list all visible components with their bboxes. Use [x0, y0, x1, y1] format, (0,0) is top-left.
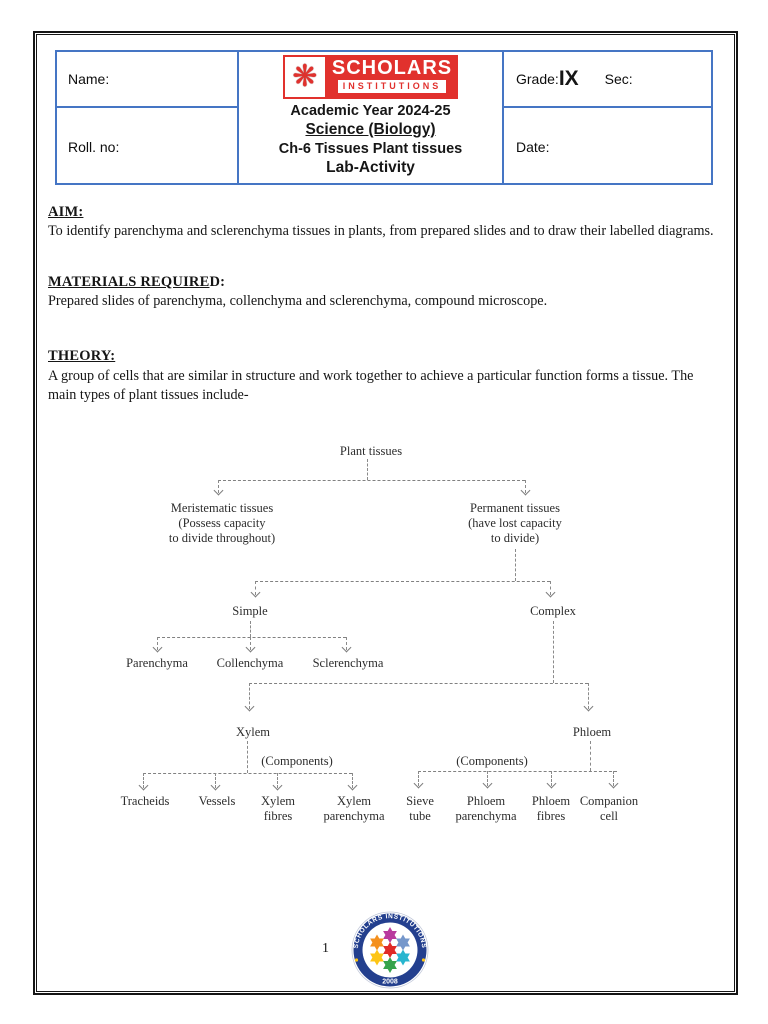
aim-text: To identify parenchyma and sclerenchyma …: [48, 223, 714, 239]
grade-sec-field: Grade:IX Sec:: [504, 52, 713, 108]
materials-heading-rest: D:: [209, 274, 226, 290]
seal-dot-left: [354, 958, 359, 962]
theory-heading: THEORY:: [48, 348, 116, 364]
activity-title: Lab-Activity: [326, 159, 415, 176]
aim-heading: AIM:: [48, 204, 84, 220]
date-label: Date:: [516, 138, 550, 155]
date-field: Date:: [504, 108, 713, 185]
seal-dot-right: [421, 958, 426, 962]
grade-value: IX: [558, 67, 579, 90]
theory-section: THEORY: A group of cells that are simila…: [48, 348, 724, 404]
logo-wordmark: SCHOLARS INSTITUTIONS: [328, 57, 456, 97]
aim-section: AIM: To identify parenchyma and sclerenc…: [48, 204, 724, 241]
theory-text: A group of cells that are similar in str…: [48, 368, 694, 403]
page-border: [33, 31, 738, 995]
page-number: 1: [322, 941, 329, 956]
materials-heading-underlined: MATERIALS REQUIRE: [48, 274, 210, 290]
grade-label: Grade:: [516, 71, 559, 87]
materials-text: Prepared slides of parenchyma, collenchy…: [48, 293, 548, 309]
materials-section: MATERIALS REQUIRED: Prepared slides of p…: [48, 274, 724, 311]
page-border-inner: [36, 34, 735, 992]
rollno-field: Roll. no:: [57, 108, 239, 185]
materials-heading: MATERIALS REQUIRED:: [48, 274, 724, 291]
sec-label: Sec:: [604, 71, 633, 87]
seal-logo: SCHOLARS INSTITUTIONS 2008: [351, 911, 429, 989]
rollno-label: Roll. no:: [68, 138, 120, 155]
logo-brand-text: SCHOLARS: [331, 57, 453, 79]
logo-emblem-icon: ❋: [284, 57, 325, 97]
logo-emblem-glyph: ❋: [292, 60, 318, 93]
academic-year: Academic Year 2024-25: [290, 103, 451, 119]
header-center-cell: ❋ SCHOLARS INSTITUTIONS Academic Year 20…: [239, 52, 504, 185]
name-field: Name:: [57, 52, 239, 108]
school-logo: ❋ SCHOLARS INSTITUTIONS: [282, 55, 459, 99]
name-label: Name:: [68, 71, 110, 87]
chapter-title: Ch-6 Tissues Plant tissues: [278, 141, 463, 157]
header-table: Name: Roll. no: ❋ SCHOLARS INSTITUTIONS …: [55, 50, 713, 185]
logo-sub-text: INSTITUTIONS: [337, 80, 447, 93]
subject-title: Science (Biology): [305, 121, 436, 138]
seal-year: 2008: [382, 979, 398, 986]
